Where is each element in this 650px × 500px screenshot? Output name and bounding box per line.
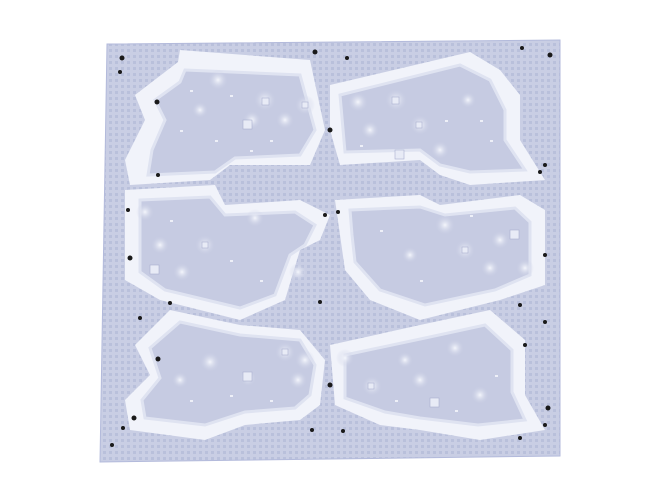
components (136, 70, 534, 412)
drill-holes (110, 46, 553, 447)
